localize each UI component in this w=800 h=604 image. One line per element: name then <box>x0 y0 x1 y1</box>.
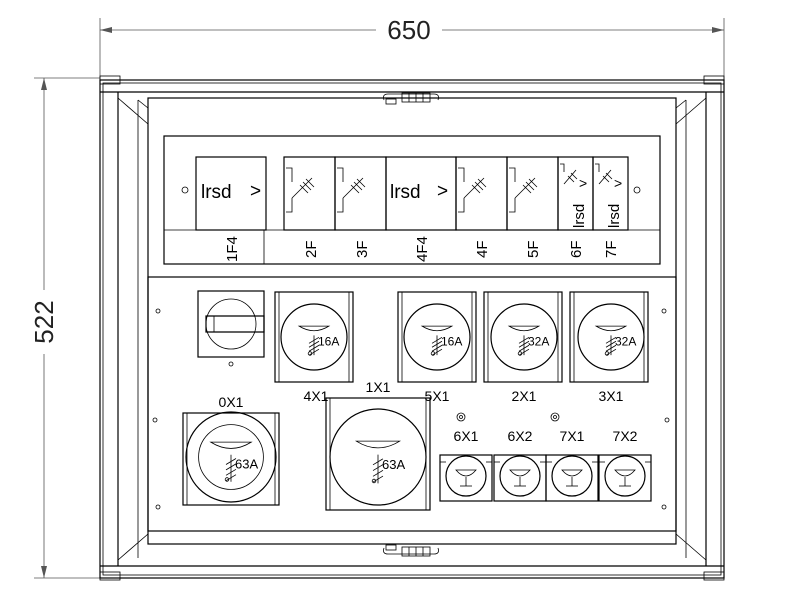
socket-s5X1[interactable]: 16A <box>397 291 477 383</box>
socket-s6X1[interactable] <box>439 454 493 502</box>
label-6F: 6F <box>568 240 585 258</box>
socket-s3X1[interactable]: 32A <box>569 291 649 383</box>
socket-panel <box>147 276 677 532</box>
breaker-2F[interactable] <box>283 156 336 231</box>
chevron-icon: > <box>579 175 587 191</box>
label-4F: 4F <box>474 240 491 258</box>
socket-s7X1[interactable] <box>545 454 599 502</box>
breaker-7F[interactable]: > lrsd <box>592 156 629 231</box>
label-1X1: 1X1 <box>366 379 391 395</box>
bottom-handle <box>383 544 439 557</box>
main-rotary-switch[interactable] <box>197 290 265 367</box>
breaker-4F4[interactable]: lrsd > <box>385 156 457 231</box>
indicator-lamp <box>456 412 466 422</box>
rating-label-s5X1: 16A <box>441 334 462 348</box>
breaker-3F[interactable] <box>334 156 387 231</box>
label-1F4: 1F4 <box>224 236 241 262</box>
label-3F: 3F <box>354 240 371 258</box>
indicator-lamp <box>550 412 560 422</box>
label-7X2: 7X2 <box>613 428 638 444</box>
rating-label-s2X1: 32A <box>528 334 549 348</box>
breaker-panel: lrsd > lrsd > <box>163 135 661 265</box>
lrsd-label-4: lrsd <box>606 204 623 228</box>
chevron-icon: > <box>614 175 622 191</box>
lrsd-label-2: lrsd <box>390 182 421 203</box>
lrsd-label-3: lrsd <box>571 204 588 228</box>
enclosure-frame <box>99 75 725 581</box>
socket-s1X1[interactable]: 63A <box>325 397 431 511</box>
label-6X1: 6X1 <box>454 428 479 444</box>
rating-label-s0X1: 63A <box>235 456 258 471</box>
socket-s2X1[interactable]: 32A <box>483 291 563 383</box>
socket-s4X1[interactable]: 16A <box>274 291 354 383</box>
indicator-lamp-inner <box>459 415 463 419</box>
label-2X1: 2X1 <box>512 388 537 404</box>
label-4X1: 4X1 <box>304 388 329 404</box>
height-dimension: 522 <box>28 77 100 579</box>
label-5F: 5F <box>525 240 542 258</box>
breaker-5F[interactable] <box>506 156 559 231</box>
rating-label-s4X1: 16A <box>318 334 339 348</box>
chevron-icon: > <box>437 181 448 202</box>
width-dimension: 650 <box>99 14 725 80</box>
label-2F: 2F <box>303 240 320 258</box>
socket-s6X2[interactable] <box>493 454 547 502</box>
label-7F: 7F <box>603 240 620 258</box>
height-dimension-label: 522 <box>29 300 59 343</box>
indicator-lamp-inner <box>553 415 557 419</box>
label-7X1: 7X1 <box>560 428 585 444</box>
width-dimension-label: 650 <box>387 15 430 45</box>
label-6X2: 6X2 <box>508 428 533 444</box>
top-handle <box>383 92 439 105</box>
label-4F4: 4F4 <box>414 236 431 262</box>
rating-label-s3X1: 32A <box>615 334 636 348</box>
lrsd-label-1: lrsd <box>201 182 232 203</box>
label-3X1: 3X1 <box>599 388 624 404</box>
socket-s0X1[interactable]: 63A <box>182 411 280 506</box>
breaker-6F[interactable]: > lrsd <box>557 156 594 231</box>
socket-s7X2[interactable] <box>598 454 652 502</box>
label-0X1: 0X1 <box>219 394 244 410</box>
breaker-1F4[interactable]: lrsd > <box>195 156 267 231</box>
label-5X1: 5X1 <box>425 388 450 404</box>
rating-label-s1X1: 63A <box>382 457 405 472</box>
breaker-4F[interactable] <box>455 156 508 231</box>
chevron-icon: > <box>250 181 261 202</box>
